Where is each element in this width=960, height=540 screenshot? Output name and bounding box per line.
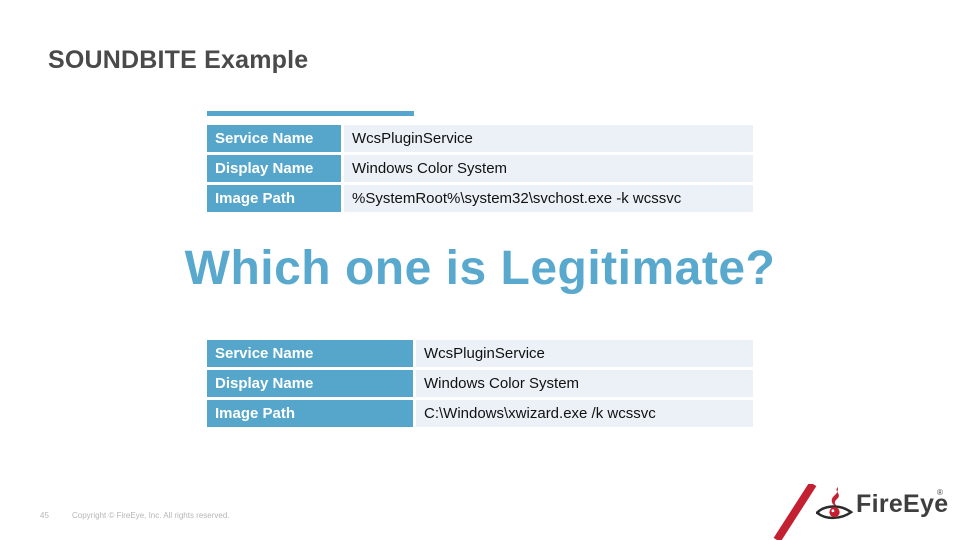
row-value: Windows Color System xyxy=(344,155,753,182)
copyright-text: Copyright © FireEye, Inc. All rights res… xyxy=(72,511,230,520)
service-table-bottom: Service Name WcsPluginService Display Na… xyxy=(207,340,753,427)
accent-bar xyxy=(207,111,414,116)
row-value: %SystemRoot%\system32\svchost.exe -k wcs… xyxy=(344,185,753,212)
eye-highlight xyxy=(831,509,835,513)
row-value: Windows Color System xyxy=(416,370,753,397)
flame-shape xyxy=(831,487,839,507)
eye-lash xyxy=(816,510,820,516)
row-label: Image Path xyxy=(207,185,341,212)
table-row: Service Name WcsPluginService xyxy=(207,340,753,367)
page-number: 45 xyxy=(40,511,49,520)
table-row: Image Path C:\Windows\xwizard.exe /k wcs… xyxy=(207,400,753,427)
row-label: Service Name xyxy=(207,125,341,152)
row-label: Display Name xyxy=(207,155,341,182)
row-label: Service Name xyxy=(207,340,413,367)
eye-iris xyxy=(829,507,840,518)
table-row: Service Name WcsPluginService xyxy=(207,125,753,152)
registered-trademark: ® xyxy=(937,488,943,497)
row-value: WcsPluginService xyxy=(344,125,753,152)
question-heading: Which one is Legitimate? xyxy=(184,242,776,295)
table-row: Image Path %SystemRoot%\system32\svchost… xyxy=(207,185,753,212)
fireeye-logo: FireEye ® xyxy=(768,478,948,540)
slide-title: SOUNDBITE Example xyxy=(48,46,309,74)
row-value: C:\Windows\xwizard.exe /k wcssvc xyxy=(416,400,753,427)
row-value: WcsPluginService xyxy=(416,340,753,367)
red-slash-icon xyxy=(773,484,817,540)
table-row: Display Name Windows Color System xyxy=(207,370,753,397)
row-label: Image Path xyxy=(207,400,413,427)
table-row: Display Name Windows Color System xyxy=(207,155,753,182)
footer: 45 Copyright © FireEye, Inc. All rights … xyxy=(40,511,230,520)
row-label: Display Name xyxy=(207,370,413,397)
flame-eye-icon xyxy=(816,487,854,520)
brand-wordmark: FireEye xyxy=(856,490,949,518)
service-table-top: Service Name WcsPluginService Display Na… xyxy=(207,125,753,212)
